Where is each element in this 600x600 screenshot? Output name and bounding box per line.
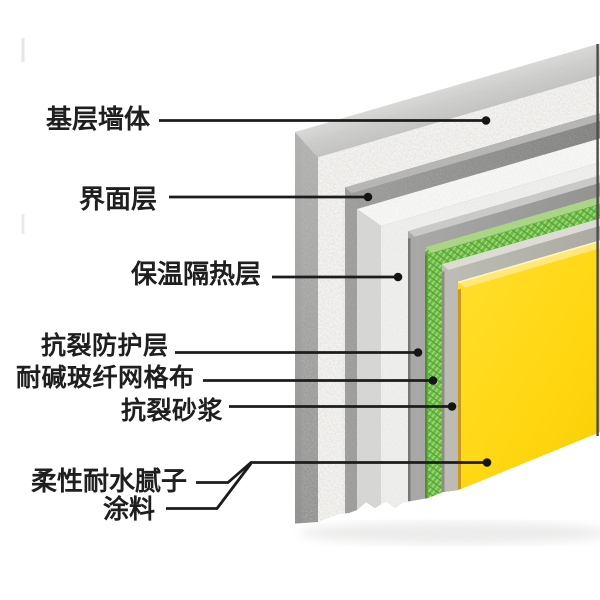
- leader-coating: [166, 462, 253, 510]
- fiberglass-mesh-bevel: [425, 184, 600, 253]
- leader-dots: [363, 116, 492, 467]
- coating-top-highlight: [458, 228, 600, 284]
- dot-insulation-layer: [393, 272, 403, 282]
- label-coating: 涂料: [103, 494, 156, 524]
- label-insulation-layer: 保温隔热层: [131, 259, 262, 289]
- interface-layer-bevel: [345, 101, 600, 194]
- dot-fiberglass-mesh: [428, 376, 438, 385]
- label-interface-layer: 界面层: [79, 184, 158, 214]
- leader-putty: [196, 461, 487, 484]
- label-base-wall: 基层墙体: [46, 104, 151, 134]
- scan-artifact: [21, 214, 25, 234]
- label-crack-mortar: 抗裂砂浆: [121, 397, 224, 425]
- dot-crack-mortar: [447, 402, 457, 411]
- label-fiberglass-mesh: 耐碱玻纤网格布: [16, 364, 195, 392]
- scan-artifact: [21, 38, 25, 62]
- dot-coating: [482, 458, 492, 467]
- crack-protection-bevel: [408, 163, 600, 237]
- base-wall-side-face: [295, 132, 318, 524]
- dot-base-wall: [481, 116, 491, 125]
- coating-left-edge: [458, 288, 461, 524]
- leader-lines: [159, 119, 487, 510]
- wall-assembly: [295, 31, 600, 524]
- fiberglass-mesh-edge: [425, 254, 428, 524]
- dot-interface-layer: [363, 192, 373, 202]
- crack-mortar-bevel: [442, 206, 600, 270]
- base-wall-top-face: [295, 31, 600, 158]
- wall-shadow: [300, 522, 600, 544]
- label-flexible-putty: 柔性耐水腻子: [31, 466, 188, 496]
- crack-protection-edge: [408, 237, 411, 524]
- dot-crack-protection: [413, 348, 423, 357]
- label-crack-protection-layer: 抗裂防护层: [41, 332, 169, 360]
- crack-mortar-edge: [442, 271, 445, 524]
